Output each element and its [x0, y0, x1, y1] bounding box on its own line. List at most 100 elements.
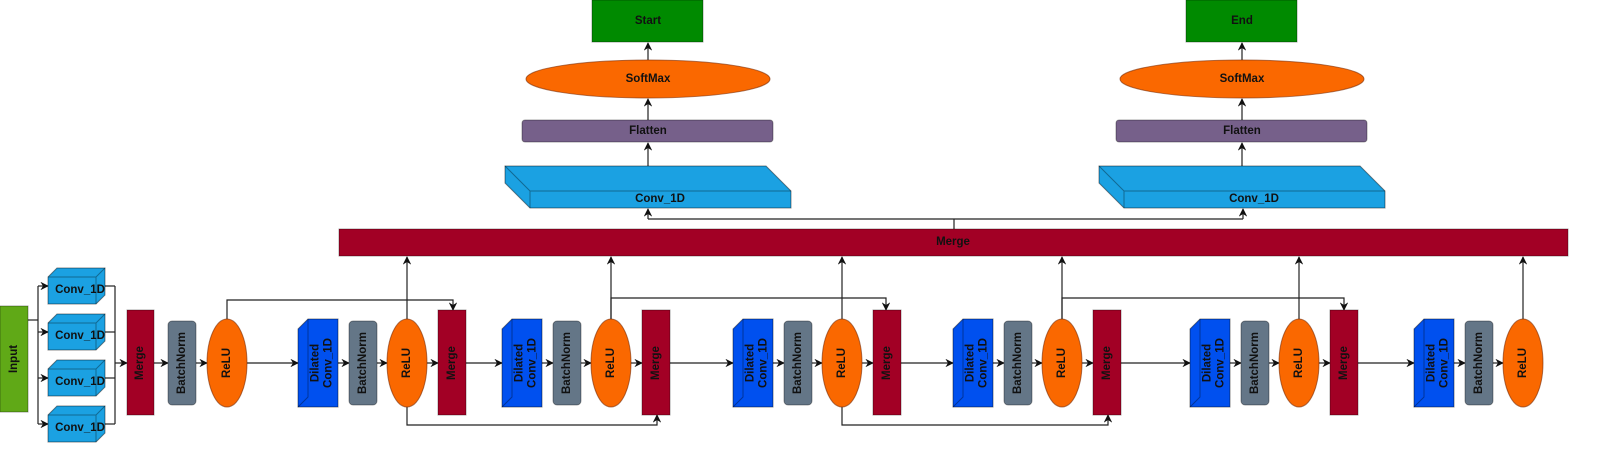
- conv1d-label: Conv_1D: [55, 284, 105, 296]
- cube-body: [47, 267, 106, 305]
- main-merge-label: Merge: [936, 236, 970, 248]
- relu-block-3: [590, 318, 632, 408]
- conv1d-branch-1: [47, 267, 106, 305]
- conv1d-label: Conv_1D: [635, 193, 685, 205]
- label-line: Dilated: [964, 344, 976, 382]
- batchnorm-block-6: [1240, 320, 1270, 406]
- merge-block-2: [437, 309, 467, 416]
- cube-edge: [501, 319, 513, 408]
- label-line: Dilated: [744, 344, 756, 382]
- conv1d-head-2: [1098, 165, 1386, 209]
- skip-connection: [1061, 297, 1349, 319]
- input-label: Input: [8, 345, 20, 373]
- dilated-conv1d-label: DilatedConv_1D: [964, 338, 989, 388]
- batchnorm-block-7: [1464, 320, 1494, 406]
- end-label: End: [1231, 15, 1253, 27]
- conv1d-label: Conv_1D: [55, 330, 105, 342]
- batchnorm-label: BatchNorm: [176, 332, 188, 394]
- merge-block-1: [126, 309, 155, 416]
- conv1d-label: Conv_1D: [55, 376, 105, 388]
- batchnorm-label: BatchNorm: [357, 332, 369, 394]
- relu-label: ReLU: [1517, 348, 1529, 378]
- label-line: Conv_1D: [323, 338, 335, 388]
- merge-label: Merge: [650, 346, 662, 380]
- merge-block-3: [641, 309, 671, 416]
- softmax-block-2: [1119, 59, 1365, 99]
- label-line: Conv_1D: [758, 338, 770, 388]
- dilated-conv1d-block-6: [1413, 318, 1455, 408]
- batchnorm-block-4: [783, 320, 813, 406]
- softmax-block-1: [525, 59, 771, 99]
- start-block: [591, 0, 704, 43]
- label-line: Dilated: [1425, 344, 1437, 382]
- cube-edge: [48, 359, 106, 396]
- relu-block-2: [386, 318, 428, 408]
- relu-label: ReLU: [605, 348, 617, 378]
- conv1d-branch-2: [47, 313, 106, 351]
- merge-label: Merge: [881, 346, 893, 380]
- batchnorm-label: BatchNorm: [561, 332, 573, 394]
- cube-body: [47, 313, 106, 351]
- main-merge-bar: [338, 228, 1569, 257]
- batchnorm-block-2: [348, 320, 378, 406]
- merge-label: Merge: [1101, 346, 1113, 380]
- cube-body: [1413, 318, 1455, 408]
- flatten-block-1: [521, 119, 774, 143]
- dilated-conv1d-label: DilatedConv_1D: [744, 338, 769, 388]
- batchnorm-block-1: [167, 320, 197, 406]
- merge-block-4: [872, 309, 902, 416]
- cube-body: [47, 359, 106, 397]
- cube-body: [1189, 318, 1231, 408]
- dilated-conv1d-block-5: [1189, 318, 1231, 408]
- cube-edge: [48, 313, 106, 350]
- dilated-conv1d-label: DilatedConv_1D: [1201, 338, 1226, 388]
- relu-label: ReLU: [1293, 348, 1305, 378]
- cube-edge: [952, 319, 964, 408]
- cube-body: [47, 405, 106, 443]
- relu-block-4: [821, 318, 863, 408]
- dilated-conv1d-block-4: [952, 318, 994, 408]
- merge-label: Merge: [1338, 346, 1350, 380]
- label-line: Dilated: [309, 344, 321, 382]
- connections: [28, 42, 1528, 429]
- skip-connection: [841, 407, 1113, 426]
- cube-edge: [1189, 319, 1201, 408]
- cube-edge: [48, 405, 106, 442]
- dilated-conv1d-label: DilatedConv_1D: [1425, 338, 1450, 388]
- relu-label: ReLU: [401, 348, 413, 378]
- conv1d-branch-3: [47, 359, 106, 397]
- cube-body: [732, 318, 774, 408]
- merge-label: Merge: [446, 346, 458, 380]
- conv1d-head-1: [504, 165, 792, 209]
- start-label: Start: [635, 15, 661, 27]
- cube-edge: [504, 165, 791, 208]
- cube-body: [501, 318, 543, 408]
- end-block: [1185, 0, 1298, 43]
- dilated-conv1d-block-1: [297, 318, 339, 408]
- cube-edge: [1413, 319, 1425, 408]
- relu-block-6: [1278, 318, 1320, 408]
- conv1d-branch-4: [47, 405, 106, 443]
- flatten-label: Flatten: [1223, 125, 1261, 137]
- flatten-block-2: [1115, 119, 1368, 143]
- merge-block-5: [1092, 309, 1122, 416]
- cube-edge: [1098, 165, 1385, 208]
- merge-block-6: [1329, 309, 1359, 416]
- skip-connection: [610, 297, 891, 319]
- skip-connection: [406, 407, 662, 426]
- skip-connection: [226, 299, 458, 319]
- cube-body: [297, 318, 339, 408]
- dilated-conv1d-block-3: [732, 318, 774, 408]
- label-line: Dilated: [513, 344, 525, 382]
- label-line: Conv_1D: [1439, 338, 1451, 388]
- relu-block-7: [1502, 318, 1544, 408]
- relu-block-5: [1041, 318, 1083, 408]
- dilated-conv1d-label: DilatedConv_1D: [309, 338, 334, 388]
- batchnorm-label: BatchNorm: [792, 332, 804, 394]
- cube-body: [952, 318, 994, 408]
- dilated-conv1d-label: DilatedConv_1D: [513, 338, 538, 388]
- cube-edge: [48, 267, 106, 304]
- cube-edge: [297, 319, 309, 408]
- label-line: Conv_1D: [978, 338, 990, 388]
